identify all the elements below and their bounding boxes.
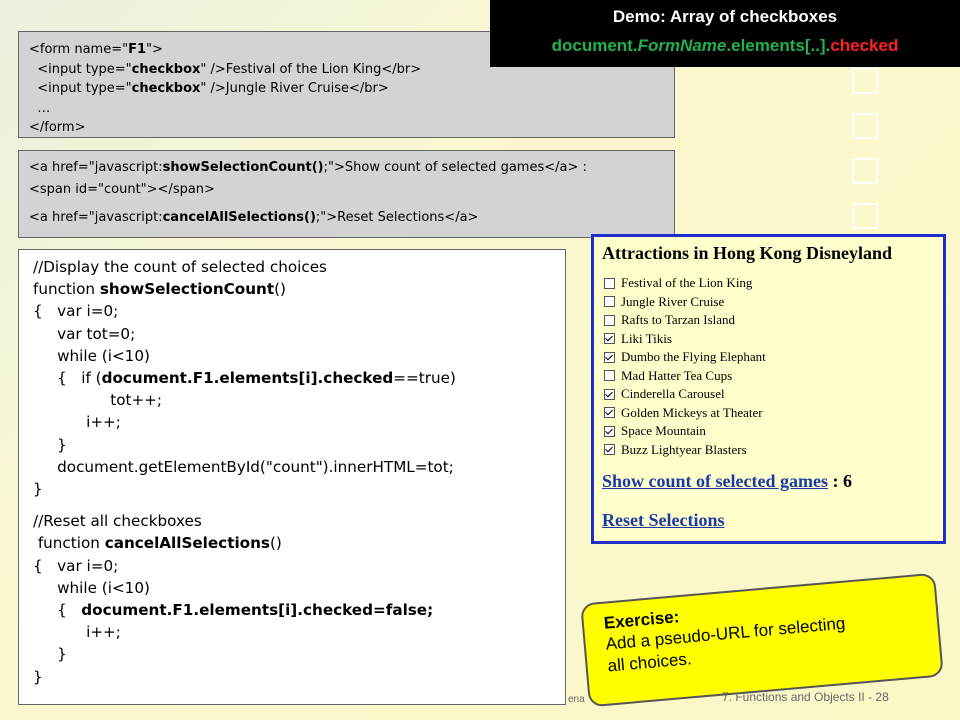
reset-row: Reset Selections [602,510,943,531]
checkbox-item: Festival of the Lion King [602,274,943,293]
code-line: <span id="count"></span> [29,182,215,197]
code-line: <a href="javascript:showSelectionCount()… [29,160,587,175]
code-line: <input type="checkbox" />Jungle River Cr… [29,81,389,96]
checkbox[interactable] [604,388,615,400]
footer-slide-number: 7. Functions and Objects II - 28 [722,690,889,704]
code-line: i++; [33,623,121,642]
javascript-code-box: //Display the count of selected choices … [18,249,566,705]
links-html-code-box: <a href="javascript:showSelectionCount()… [18,150,675,238]
code-line: function cancelAllSelections() [33,534,282,553]
checkbox[interactable] [604,407,615,419]
checkbox-item: Cinderella Carousel [602,385,943,404]
checkbox[interactable] [604,296,615,308]
checkbox[interactable] [604,370,615,382]
checkbox-item: Jungle River Cruise [602,293,943,312]
reset-selections-link[interactable]: Reset Selections [602,510,725,530]
code-line: <a href="javascript:cancelAllSelections(… [29,210,479,225]
decorative-square [852,203,878,229]
code-line: } [33,667,43,686]
checkbox-label: Liki Tikis [621,330,672,346]
checkbox-label: Cinderella Carousel [621,386,725,402]
checkbox[interactable] [604,333,615,345]
spacer [33,500,565,510]
code-comment: //Display the count of selected choices [33,258,327,276]
code-line: } [33,645,67,664]
code-line: document.getElementById("count").innerHT… [33,457,454,476]
decorative-square [852,113,878,139]
panel-title: Attractions in Hong Kong Disneyland [602,243,893,263]
checkbox[interactable] [604,425,615,437]
code-line: <form name="F1"> [29,42,163,57]
show-count-link[interactable]: Show count of selected games [602,471,828,491]
code-line: … [29,100,51,116]
checkbox[interactable] [604,444,615,456]
code-line: var tot=0; [33,324,136,343]
code-line: { document.F1.elements[i].checked=false; [33,601,434,620]
footer-left-text: ena [568,694,585,705]
count-row: Show count of selected games : 6 [602,471,943,492]
code-line: { if (document.F1.elements[i].checked==t… [33,369,456,388]
checkbox-label: Jungle River Cruise [621,293,725,309]
checkbox[interactable] [604,351,615,363]
checkbox-item: Dumbo the Flying Elephant [602,348,943,367]
checkbox-label: Mad Hatter Tea Cups [621,367,733,383]
code-line: i++; [33,413,121,432]
decorative-square [852,68,878,94]
decorative-square [852,158,878,184]
checkbox-item: Mad Hatter Tea Cups [602,367,943,386]
checkbox-label: Buzz Lightyear Blasters [621,441,747,457]
count-separator: : [827,471,843,491]
checkbox-label: Festival of the Lion King [621,275,753,291]
code-line: } [33,480,43,499]
checkbox-label: Dumbo the Flying Elephant [621,349,766,365]
checkbox[interactable] [604,314,615,326]
exercise-callout: Exercise: Add a pseudo-URL for selecting… [580,572,944,708]
code-line: function showSelectionCount() [33,280,286,299]
code-line: { var i=0; [33,556,119,575]
decorative-squares [852,68,886,248]
checkbox-label: Golden Mickeys at Theater [621,404,763,420]
checkbox-item: Buzz Lightyear Blasters [602,441,943,460]
slide-subtitle: document.FormName.elements[..].checked [551,36,899,55]
checkbox[interactable] [604,277,615,289]
code-line: while (i<10) [33,578,150,597]
code-line: <input type="checkbox" />Festival of the… [29,61,422,77]
code-comment: //Reset all checkboxes [33,512,202,531]
code-line: while (i<10) [33,346,150,365]
code-line: } [33,435,67,454]
checkbox-item: Liki Tikis [602,330,943,349]
code-line: tot++; [33,391,163,410]
code-line: </form> [29,120,86,135]
checkbox-label: Rafts to Tarzan Island [621,312,736,328]
slide-title: Demo: Array of checkboxes [612,7,838,26]
demo-output-panel: Attractions in Hong Kong Disneyland Fest… [591,234,946,544]
code-line: { var i=0; [33,302,119,321]
checkbox-item: Golden Mickeys at Theater [602,404,943,423]
checkbox-item: Space Mountain [602,422,943,441]
checkbox-label: Space Mountain [621,423,706,439]
count-value: 6 [842,471,852,491]
checkbox-item: Rafts to Tarzan Island [602,311,943,330]
slide-title-bar: Demo: Array of checkboxes document.FormN… [490,0,960,67]
